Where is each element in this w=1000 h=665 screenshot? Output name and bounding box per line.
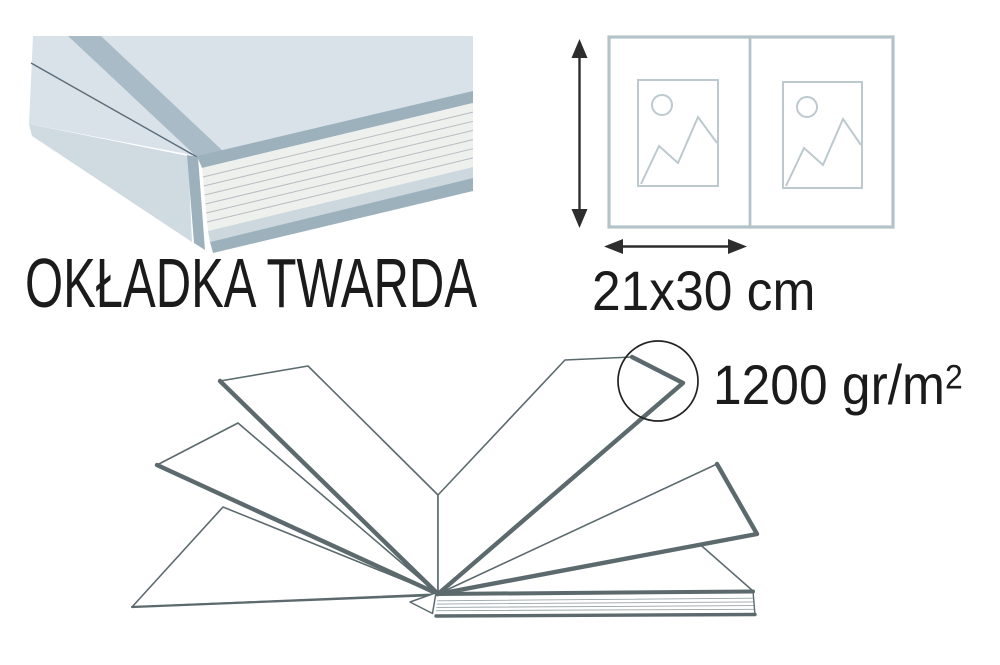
- book-corner-edge: [187, 155, 205, 250]
- paper-weight-value: 1200 gr/m: [713, 353, 945, 416]
- spread-size-diagram: [571, 35, 895, 254]
- paper-weight-label: 1200 gr/m2: [713, 357, 963, 413]
- base-bottom-edge: [434, 612, 757, 618]
- base-right-edge: [752, 590, 756, 616]
- cover-type-label: OKŁADKA TWARDA: [25, 244, 478, 322]
- book-top-face: [29, 36, 473, 156]
- base-block-page-lines: [435, 597, 756, 612]
- book-hinge-line: [30, 62, 198, 158]
- book-page-lines: [202, 111, 474, 223]
- left-page-mid-edge: [154, 462, 441, 597]
- book-front-face: [29, 124, 192, 242]
- closed-hardcover-illustration: [29, 36, 474, 253]
- size-label: 21x30 cm: [592, 259, 816, 322]
- book-page-block: [202, 103, 473, 231]
- left-page-flat-edge: [130, 593, 439, 609]
- magnifier-circle-icon: [617, 340, 699, 422]
- base-top-edge: [436, 589, 755, 596]
- book-hinge-band: [68, 36, 223, 157]
- book-bottom-rim: [210, 178, 473, 253]
- image-placeholder-icon: [637, 79, 719, 187]
- image-placeholder-icon: [782, 81, 863, 189]
- right-page-upright-edge: [435, 354, 686, 597]
- book-top-rim: [197, 91, 473, 168]
- open-book-illustration: [130, 354, 760, 618]
- left-page-upright-edge: [217, 378, 441, 597]
- vertical-measure-arrow-icon: [571, 39, 588, 228]
- book-endpaper-strip: [208, 167, 473, 242]
- base-left-notch: [409, 592, 437, 615]
- paper-weight-exponent: 2: [944, 358, 963, 397]
- right-page-mid-edge: [435, 461, 760, 597]
- horizontal-measure-arrow-icon: [604, 239, 747, 254]
